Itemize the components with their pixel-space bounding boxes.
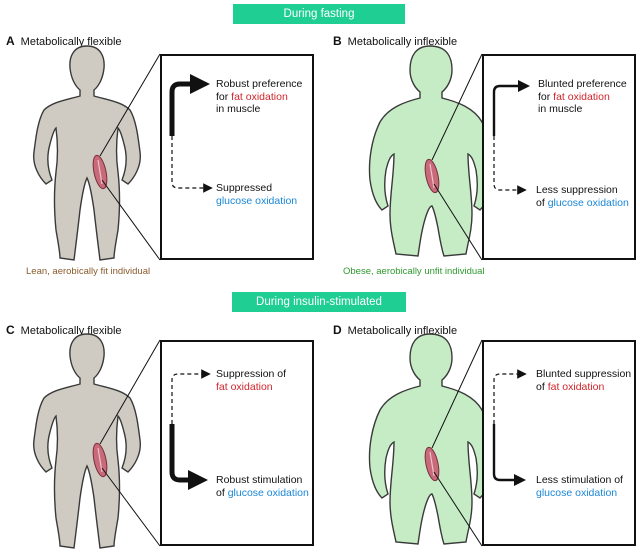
panel-b-glucose-label: Less suppression of glucose oxidation	[536, 184, 629, 209]
panel-c-glucose-arrow	[169, 424, 208, 490]
panel-a-glucose-line2: glucose oxidation	[216, 194, 298, 207]
panel-c-fat-line1: Suppression of	[216, 368, 287, 380]
panel-a-glucose-line1: Suppressed	[216, 182, 273, 194]
panel-c-glucose-line2: of glucose oxidation	[216, 486, 309, 499]
lean-body-figure-a	[32, 45, 142, 261]
panel-b-zoom-box	[482, 54, 636, 260]
panel-a-fat-arrow	[169, 74, 210, 136]
panel-a-fat-line3: in muscle	[216, 103, 261, 115]
panel-b-glucose-arrow	[493, 136, 527, 195]
panel-b-fat-line3: in muscle	[538, 103, 583, 115]
obese-body-figure-d	[368, 333, 494, 545]
panel-b-caption: Obese, aerobically unfit individual	[343, 266, 485, 277]
panel-d-glucose-arrow	[492, 424, 526, 486]
panel-a-caption: Lean, aerobically fit individual	[26, 266, 151, 277]
panel-d-glucose-line2: glucose oxidation	[536, 486, 618, 499]
panel-a-fat-label: Robust preference for fat oxidation in m…	[216, 78, 302, 116]
panel-b-glucose-line1: Less suppression	[536, 184, 618, 196]
panel-b-fat-arrow	[492, 80, 530, 136]
panel-d-letter: D	[333, 323, 342, 337]
panel-a-glucose-arrow	[171, 136, 213, 193]
panel-a-header: A Metabolically flexible	[6, 34, 122, 48]
panel-a-fat-line1: Robust preference	[216, 78, 303, 90]
panel-a-fat-line2: for fat oxidation	[216, 90, 288, 103]
panel-c-letter: C	[6, 323, 15, 337]
panel-d-fat-line1: Blunted suppression	[536, 368, 632, 380]
panel-c-fat-label: Suppression of fat oxidation	[216, 368, 286, 393]
panel-c-zoom-box	[160, 340, 314, 546]
panel-d-fat-arrow	[493, 369, 527, 424]
panel-a-glucose-label: Suppressed glucose oxidation	[216, 182, 297, 207]
panel-d-glucose-label: Less stimulation of glucose oxidation	[536, 474, 623, 499]
panel-b-header: B Metabolically inflexible	[333, 34, 457, 48]
panel-b-letter: B	[333, 34, 342, 48]
panel-b-fat-label: Blunted preference for fat oxidation in …	[538, 78, 627, 116]
lean-body-figure-c	[32, 333, 142, 549]
insulin-banner: During insulin-stimulated conditions	[232, 292, 406, 328]
panel-b-title: Metabolically inflexible	[347, 36, 458, 48]
panel-b-glucose-line2: of glucose oxidation	[536, 196, 629, 209]
panel-b-fat-line2: for fat oxidation	[538, 90, 610, 103]
panel-a-letter: A	[6, 34, 15, 48]
panel-d-glucose-line1: Less stimulation of	[536, 474, 623, 486]
panel-d-fat-label: Blunted suppression of fat oxidation	[536, 368, 631, 393]
panel-d-fat-line2: of fat oxidation	[536, 380, 605, 393]
fasting-banner: During fasting	[233, 4, 405, 24]
panel-b-fat-line1: Blunted preference	[538, 78, 627, 90]
panel-c-glucose-label: Robust stimulation of glucose oxidation	[216, 474, 309, 499]
panel-c-fat-line2: fat oxidation	[216, 380, 273, 393]
panel-a-zoom-box	[160, 54, 314, 260]
panel-c-fat-arrow	[171, 369, 211, 424]
panel-c-header: C Metabolically flexible	[6, 323, 122, 337]
panel-c-title: Metabolically flexible	[20, 325, 122, 337]
panel-c-glucose-line1: Robust stimulation	[216, 474, 303, 486]
panel-a-title: Metabolically flexible	[20, 36, 122, 48]
panel-d-zoom-box	[482, 340, 636, 546]
